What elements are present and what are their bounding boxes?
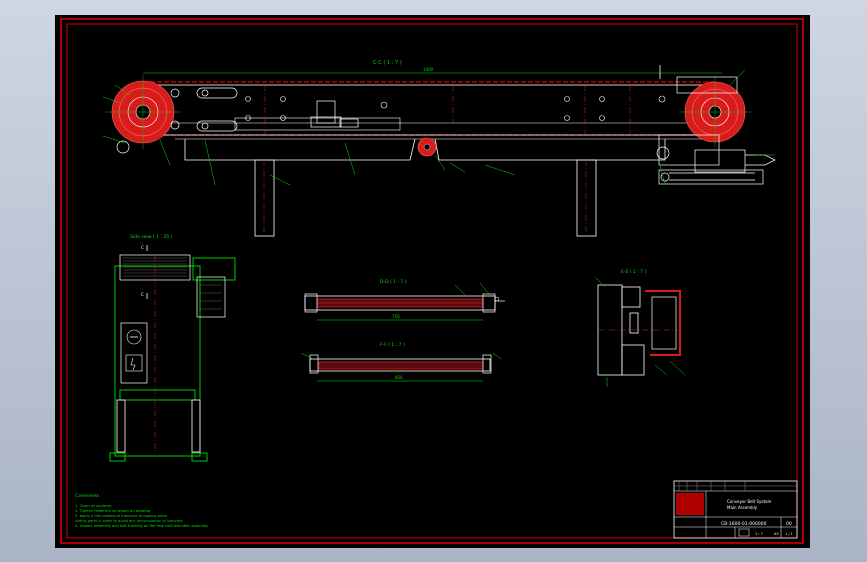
section-c-title: C-C ( 1 : 7 )	[373, 60, 402, 66]
side-view: Side view ( 1 : 25 ) C C	[109, 234, 236, 462]
drawing-scale: 1 : 7	[755, 532, 763, 536]
left-pivot	[116, 140, 130, 154]
section-c-marker-top: C	[141, 245, 144, 250]
drawing-size: A3	[774, 532, 779, 536]
takeup-housing	[656, 76, 776, 185]
main-conveyor-view: C-C ( 1 : 7 ) 1400	[102, 60, 776, 237]
general-notes: Comments 1. Clean all surfaces 2. Tighte…	[75, 493, 209, 528]
tensioner-left	[170, 87, 401, 132]
belt-length-dim: 1400	[423, 67, 434, 72]
drawing-number: CB-1600-01-000000	[721, 521, 767, 527]
note-line-3: 3. Apply a thin coating of lubricant to …	[75, 514, 167, 518]
roller-right	[679, 76, 751, 148]
side-frame	[142, 84, 714, 136]
bolt-pattern-left	[245, 96, 388, 121]
leg-right	[576, 159, 597, 237]
note-line-2: 2. Tighten fasteners as shown on drawing	[75, 509, 150, 513]
title-line-1: Conveyor Belt System	[727, 499, 772, 504]
section-f-title: F-F ( 1 : 7 )	[380, 342, 405, 348]
title-line-2: Main Assembly	[727, 505, 758, 510]
notes-heading: Comments	[75, 493, 100, 499]
note-line-5: 4. Inspect assembly and belt tracking on…	[75, 524, 209, 528]
leg-left	[254, 159, 275, 237]
leader-lines	[102, 69, 775, 186]
bolt-pattern-right	[564, 95, 666, 121]
note-line-4: sliding parts in order to avoid any accu…	[75, 519, 183, 523]
sheet-number: 00	[786, 521, 792, 527]
drawing-canvas[interactable]: C-C ( 1 : 7 ) 1400	[55, 15, 810, 548]
mid-bracket	[310, 100, 359, 128]
section-d-title: D-D ( 1 : 7 )	[380, 279, 407, 285]
section-d-view: D-D ( 1 : 7 ) 750	[304, 279, 505, 321]
side-view-title: Side view ( 1 : 25 )	[130, 234, 173, 240]
section-c-marker-bottom: C	[141, 292, 144, 297]
drawing-sheet: 1 / 1	[785, 532, 793, 536]
roller-left	[105, 75, 181, 149]
title-block: Conveyor Belt System Main Assembly CB-16…	[673, 480, 798, 539]
section-e-view: E-E ( 1 : 7 )	[594, 269, 686, 387]
underframe	[184, 138, 666, 161]
section-d-width: 750	[392, 314, 400, 319]
section-f-view: F-F ( 1 : 7 ) 826	[300, 342, 502, 382]
section-f-width: 826	[395, 375, 403, 380]
border-frame	[60, 18, 804, 544]
drawing-sheet: C-C ( 1 : 7 ) 1400	[55, 15, 810, 548]
section-e-title: E-E ( 1 : 7 )	[621, 269, 646, 275]
note-line-1: 1. Clean all surfaces	[75, 504, 112, 508]
